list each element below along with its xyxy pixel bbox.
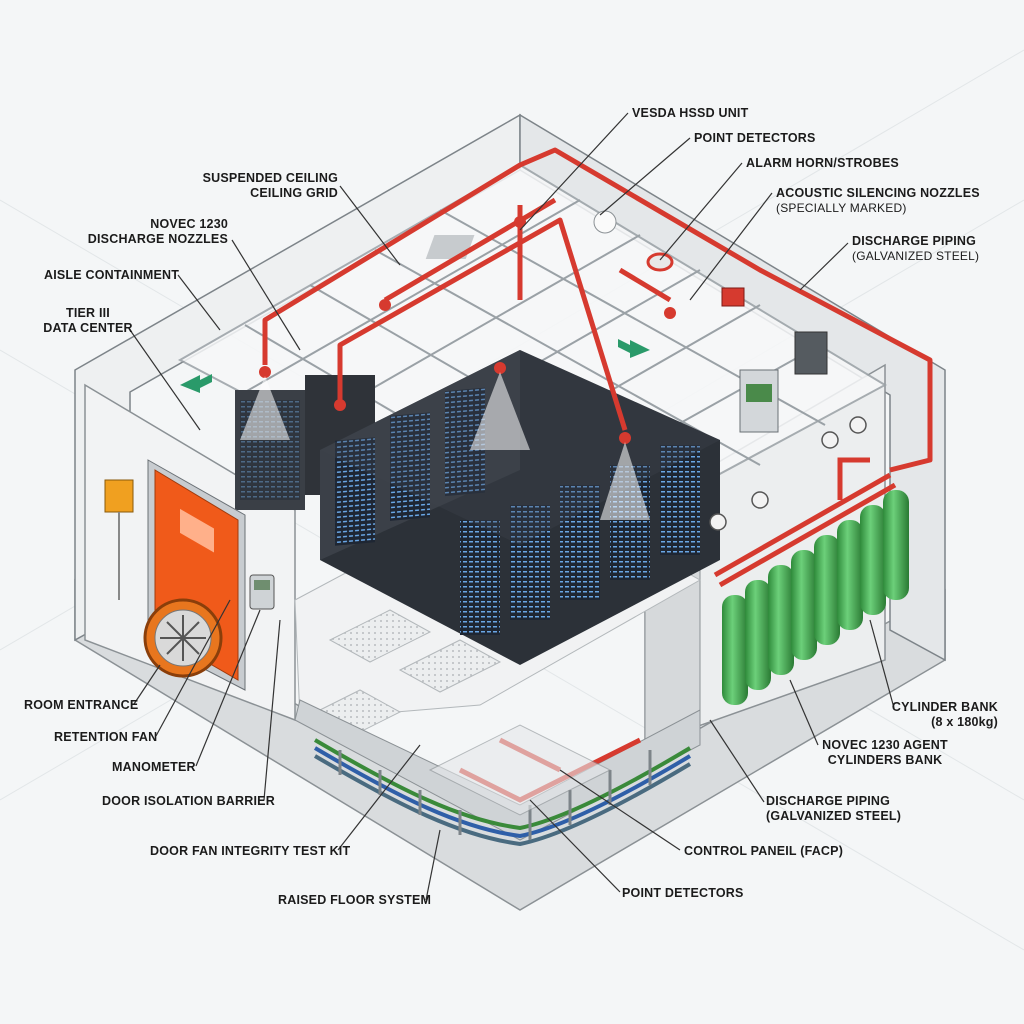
- nozzle-spray: [240, 372, 650, 520]
- label-acoustic-nozzles-title: ACOUSTIC SILENCING NOZZLES: [776, 186, 980, 200]
- label-discharge-piping-bottom-sub: (GALVANIZED STEEL): [766, 809, 902, 823]
- label-vesda-unit: VESDA HSSD UNIT: [632, 106, 749, 120]
- label-suspended-ceiling-title: SUSPENDED CEILING: [202, 171, 338, 185]
- novec-cylinders: [722, 490, 909, 705]
- label-ceiling-grid: CEILING GRID: [250, 186, 338, 200]
- label-cylinder-bank-line2: (8 x 180kg): [931, 715, 998, 729]
- label-discharge-piping-bottom: DISCHARGE PIPING (GALVANIZED STEEL): [766, 794, 901, 824]
- underfloor-plenum: [294, 699, 701, 841]
- label-tier-iii: TIER III DATA CENTER: [40, 306, 136, 336]
- label-door-isolation-barrier: DOOR ISOLATION BARRIER: [102, 794, 275, 808]
- label-tier-line1: TIER III: [66, 306, 110, 320]
- label-discharge-piping-bottom-title: DISCHARGE PIPING: [766, 794, 891, 808]
- label-novec-agent-cylinders: NOVEC 1230 AGENT CYLINDERS BANK: [810, 738, 960, 768]
- wall-junction-box: [104, 479, 134, 513]
- label-alarm-horn-strobes: ALARM HORN/STROBES: [746, 156, 899, 170]
- label-cylinder-bank: CYLINDER BANK (8 x 180kg): [860, 700, 998, 730]
- label-novec-nozzles: NOVEC 1230 DISCHARGE NOZZLES: [80, 217, 228, 247]
- label-suspended-ceiling: SUSPENDED CEILING CEILING GRID: [190, 171, 338, 201]
- label-novec-nozzles-line1: NOVEC 1230: [150, 217, 228, 231]
- lifted-floor-tile: [428, 724, 612, 816]
- label-discharge-piping-top-sub: (GALVANIZED STEEL): [852, 249, 980, 263]
- underfloor-cables: [313, 738, 692, 847]
- ceiling-discharge-piping: [262, 147, 933, 473]
- vesda-unit: [721, 287, 745, 307]
- label-retention-fan: RETENTION FAN: [54, 730, 158, 744]
- label-aisle-containment: AISLE CONTAINMENT: [44, 268, 180, 282]
- wall-panel: [794, 331, 828, 375]
- alarm-horn-strobe: [646, 252, 674, 272]
- label-room-entrance: ROOM ENTRANCE: [24, 698, 139, 712]
- label-novec-cyl-line2: CYLINDERS BANK: [827, 753, 943, 767]
- point-detector-ceiling: [593, 210, 617, 234]
- label-novec-nozzles-line2: DISCHARGE NOZZLES: [87, 232, 228, 246]
- discharge-nozzles: [259, 216, 676, 444]
- underfloor-pedestals: [338, 750, 652, 840]
- label-raised-floor-system: RAISED FLOOR SYSTEM: [278, 893, 432, 907]
- exit-signs: [180, 339, 650, 393]
- label-discharge-piping-top: DISCHARGE PIPING (GALVANIZED STEEL): [852, 234, 979, 264]
- perforated-tile-2: [398, 639, 502, 693]
- label-point-detectors-bottom: POINT DETECTORS: [622, 886, 744, 900]
- label-acoustic-nozzles: ACOUSTIC SILENCING NOZZLES (SPECIALLY MA…: [776, 186, 980, 216]
- label-acoustic-nozzles-sub: (SPECIALLY MARKED): [776, 201, 907, 215]
- cylinder-manifold: [713, 457, 897, 588]
- label-novec-cyl-line1: NOVEC 1230 AGENT: [822, 738, 948, 752]
- label-control-panel: CONTROL PANEIL (FACP): [684, 844, 844, 858]
- label-point-detectors-top: POINT DETECTORS: [694, 131, 816, 145]
- label-tier-line2: DATA CENTER: [43, 321, 133, 335]
- perforated-tile-1: [328, 609, 432, 663]
- leader-lines: [129, 112, 895, 901]
- pressure-gauges: [709, 416, 867, 531]
- label-cylinder-bank-line1: CYLINDER BANK: [891, 700, 998, 714]
- label-door-fan-test-kit: DOOR FAN INTEGRITY TEST KIT: [150, 844, 351, 858]
- barrier-window: [180, 508, 214, 553]
- label-discharge-piping-top-title: DISCHARGE PIPING: [852, 234, 977, 248]
- label-manometer: MANOMETER: [112, 760, 196, 774]
